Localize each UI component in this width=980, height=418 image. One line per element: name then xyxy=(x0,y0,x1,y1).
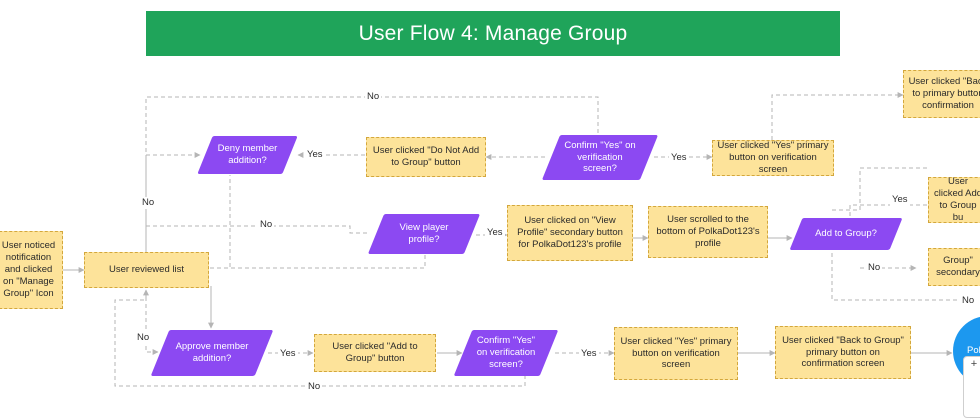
arrow-bottom-no-loop xyxy=(114,289,526,387)
label-yes-confirm-top: Yes xyxy=(669,152,689,164)
arrow-add-q-up xyxy=(832,167,928,211)
node-scrolled: User scrolled to the bottom of PolkaDot1… xyxy=(648,206,768,258)
arrow-to-back-top xyxy=(771,92,904,140)
node-yes-primary-top: User clicked "Yes" primary button on ver… xyxy=(712,140,834,176)
label-yes-add-q: Yes xyxy=(890,194,910,206)
node-right-add: User clicked Add to Group bu xyxy=(928,176,980,223)
label-no-bottom: No xyxy=(306,381,323,393)
node-start: User noticed notification and clicked on… xyxy=(0,231,63,309)
node-reviewed: User reviewed list xyxy=(84,252,209,288)
arrow-reviewed-to-view-no xyxy=(146,225,370,234)
node-view-profile-click: User clicked on "View Profile" secondary… xyxy=(507,205,633,261)
label-no-view: No xyxy=(258,219,275,231)
label-yes-approve: Yes xyxy=(278,348,298,360)
label-no-add-q-bottom: No xyxy=(960,295,977,307)
label-yes-view: Yes xyxy=(485,227,505,239)
decision-confirm-top: Confirm "Yes" on verification screen? xyxy=(551,135,649,180)
node-add-to-group-btn: User clicked "Add to Group" button xyxy=(314,334,436,372)
label-no-add-q: No xyxy=(866,262,883,274)
node-right-secondary: Group" secondary xyxy=(928,248,980,286)
label-yes-confirm-bottom: Yes xyxy=(579,348,599,360)
arrow-add-q-no xyxy=(831,253,970,301)
node-back-top: User clicked "Back to primary button con… xyxy=(903,70,980,118)
decision-view-profile: View player profile? xyxy=(376,214,472,254)
zoom-in-button[interactable]: + xyxy=(970,358,978,370)
flow-title: User Flow 4: Manage Group xyxy=(146,11,840,56)
decision-approve: Approve member addition? xyxy=(160,330,264,376)
arrow-reviewed-bottom-no xyxy=(145,290,159,355)
node-back-bottom: User clicked "Back to Group" primary but… xyxy=(775,326,911,379)
decision-add-to-group: Add to Group? xyxy=(796,218,896,250)
arrow-reviewed-to-view xyxy=(210,255,426,269)
arrow-reviewed-to-deny xyxy=(210,175,231,269)
label-no-approve: No xyxy=(135,332,152,344)
zoom-control[interactable]: + xyxy=(963,356,980,418)
decision-confirm-bottom: Confirm "Yes" on verification screen? xyxy=(463,330,549,376)
label-no-left: No xyxy=(140,197,157,209)
decision-deny: Deny member addition? xyxy=(205,136,290,174)
label-no-top: No xyxy=(365,91,382,103)
node-yes-primary-bottom: User clicked "Yes" primary button on ver… xyxy=(614,327,738,380)
arrow-reviewed-to-deny-left xyxy=(145,152,201,260)
label-yes-deny: Yes xyxy=(305,149,325,161)
node-do-not-add: User clicked "Do Not Add to Group" butto… xyxy=(366,137,486,177)
